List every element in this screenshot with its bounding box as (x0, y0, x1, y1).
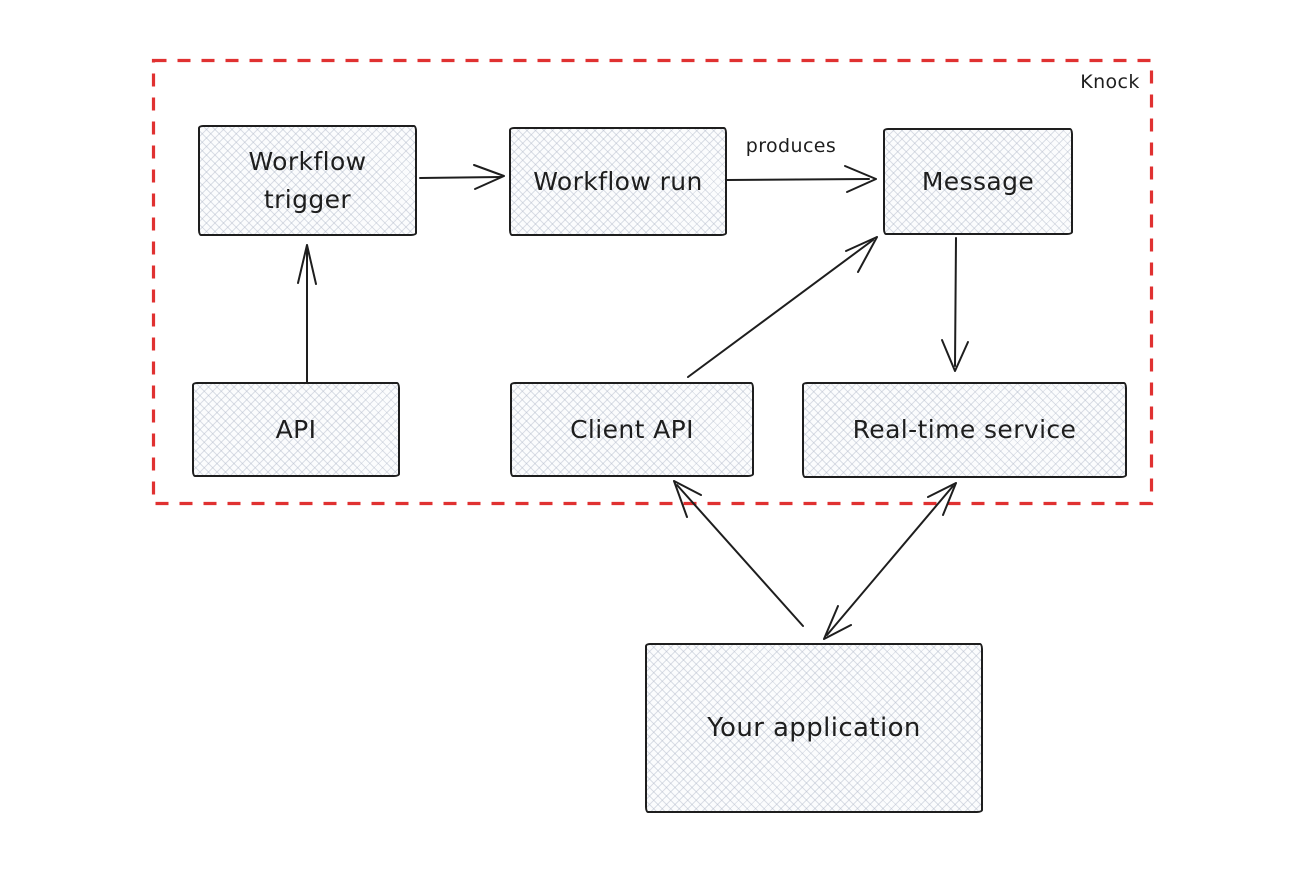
node-api-label: API (275, 414, 317, 444)
node-message: Message (883, 128, 1073, 235)
edge-your-application-to-realtime-service (823, 482, 957, 640)
node-client-api: Client API (510, 382, 754, 477)
node-api: API (192, 382, 400, 477)
edge-your-application-to-client-api (673, 480, 804, 627)
edge-client-api-to-message (687, 236, 878, 378)
edge-label-produces: produces (745, 135, 837, 157)
node-message-label: Message (921, 166, 1035, 196)
node-your-application-label: Your application (707, 712, 921, 743)
edge-api-to-workflow-trigger (297, 244, 317, 383)
edge-message-to-realtime-service (941, 237, 969, 372)
edge-workflow-run-to-message (726, 165, 877, 193)
node-client-api-label: Client API (570, 414, 694, 444)
node-realtime-service: Real-time service (802, 382, 1127, 478)
node-workflow-trigger: Workflow trigger (198, 125, 417, 236)
knock-frame-label: Knock (1080, 71, 1140, 93)
node-workflow-trigger-label: Workflow trigger (248, 147, 367, 214)
node-workflow-run: Workflow run (509, 127, 727, 236)
node-workflow-run-label: Workflow run (533, 166, 703, 196)
edge-workflow-trigger-to-workflow-run (419, 164, 505, 190)
node-your-application: Your application (645, 643, 983, 813)
node-realtime-service-label: Real-time service (852, 415, 1077, 445)
